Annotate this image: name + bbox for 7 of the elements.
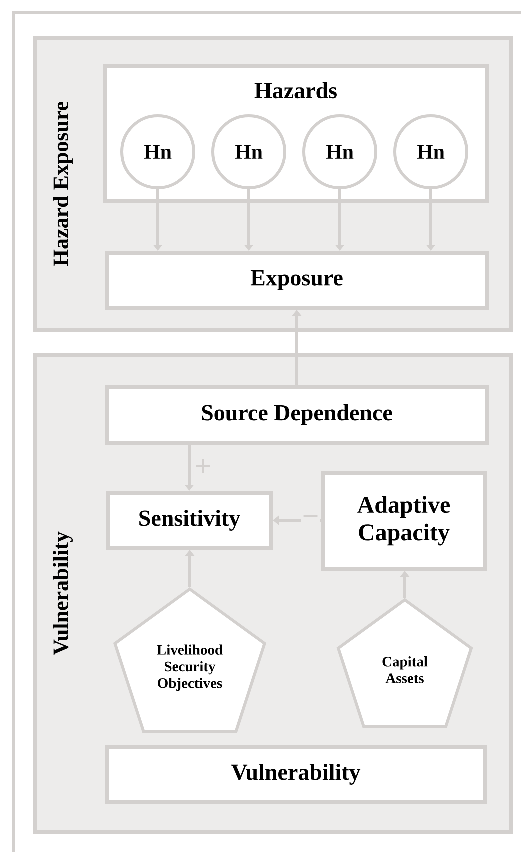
process-box: Adaptive Capacity (321, 471, 487, 571)
process-box: Source Dependence (105, 385, 489, 445)
edge-label: + (194, 458, 213, 478)
process-box: Vulnerability (105, 745, 487, 804)
process-box: Exposure (105, 251, 489, 310)
edge-label: − (301, 514, 320, 527)
process-box: Sensitivity (106, 491, 273, 550)
